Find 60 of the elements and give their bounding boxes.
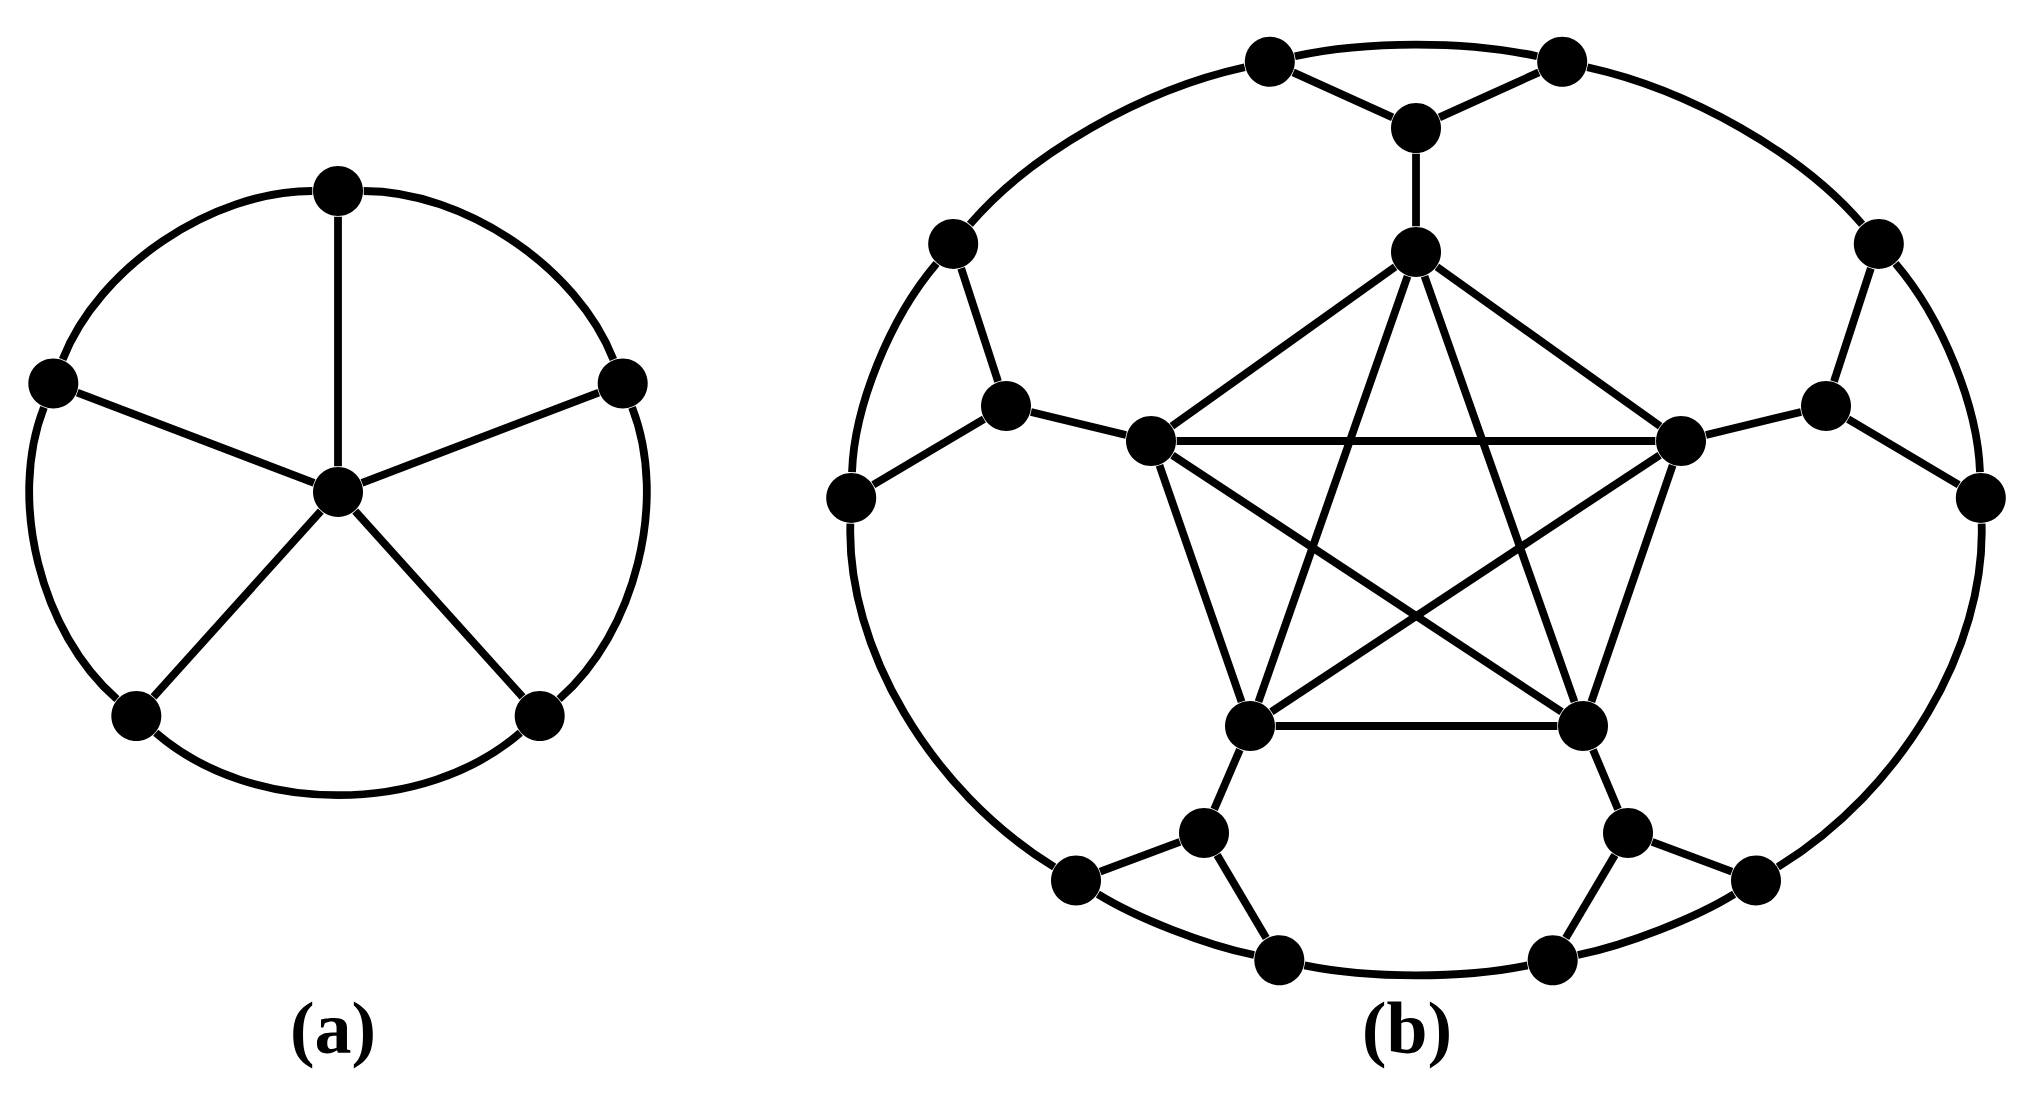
edge-line [1650,838,1734,876]
vertex-dot [1558,701,1608,751]
vertex-dot [28,358,79,409]
vertex-dot [1225,701,1275,751]
edge-line [1269,451,1662,716]
panel-label: (a) [293,1001,373,1069]
arc-line [25,406,120,702]
vertex-dot [1955,472,2006,523]
edge-line [1434,263,1663,430]
edge-line [1155,464,1246,703]
arc-line [1303,961,1529,980]
edge-line [1170,451,1564,716]
arc-line [1586,63,1865,227]
vertex-dot [1254,935,1305,986]
vertex-dot [514,691,565,741]
vertex-dot [1527,935,1578,986]
edge-line [1420,274,1579,704]
vertex-dot [1244,36,1295,87]
vertex-dot [1126,416,1176,466]
edge-line [1589,748,1622,811]
vertex-dot [1179,808,1229,858]
vertex-dot [1603,808,1653,858]
vertex-dot [1731,855,1781,906]
arc-line [556,406,651,702]
vertex-dot [1801,381,1851,431]
panel-label: (b) [1365,1001,1449,1069]
vertex-dot [1853,218,1904,269]
edge-line [1254,274,1412,704]
vertex-dot [1537,36,1588,87]
vertex-dot [313,467,363,517]
edge-line [1169,263,1398,430]
edge-line [1830,267,1875,383]
edge-line [957,267,1002,383]
edge-line [1210,748,1244,811]
edge-line [1098,838,1182,876]
vertex-dot [313,166,363,216]
edge-line [1705,408,1802,439]
vertex-dot [1051,855,1101,906]
vertex-dot [1391,103,1441,153]
vertex-dot [826,472,877,523]
edge-line [360,389,601,487]
edge-line [1846,415,1961,489]
edge-line [1562,853,1619,941]
edge-line [1587,464,1677,703]
arc-line [153,729,523,799]
edge-line [1213,853,1270,941]
vertex-dot [981,381,1031,431]
vertex-dot [597,358,648,409]
vertex-dot [1656,416,1706,466]
edge-line [352,508,526,700]
edge-line [871,415,986,489]
edge-line [1030,408,1127,439]
edge-line [150,508,324,700]
edge-line [1437,68,1541,121]
edge-line [1291,68,1395,121]
edge-line [75,389,316,487]
vertex-dot [111,691,162,741]
vertex-dot [1391,227,1441,277]
vertex-dot [928,218,979,269]
arc-line [967,63,1246,227]
